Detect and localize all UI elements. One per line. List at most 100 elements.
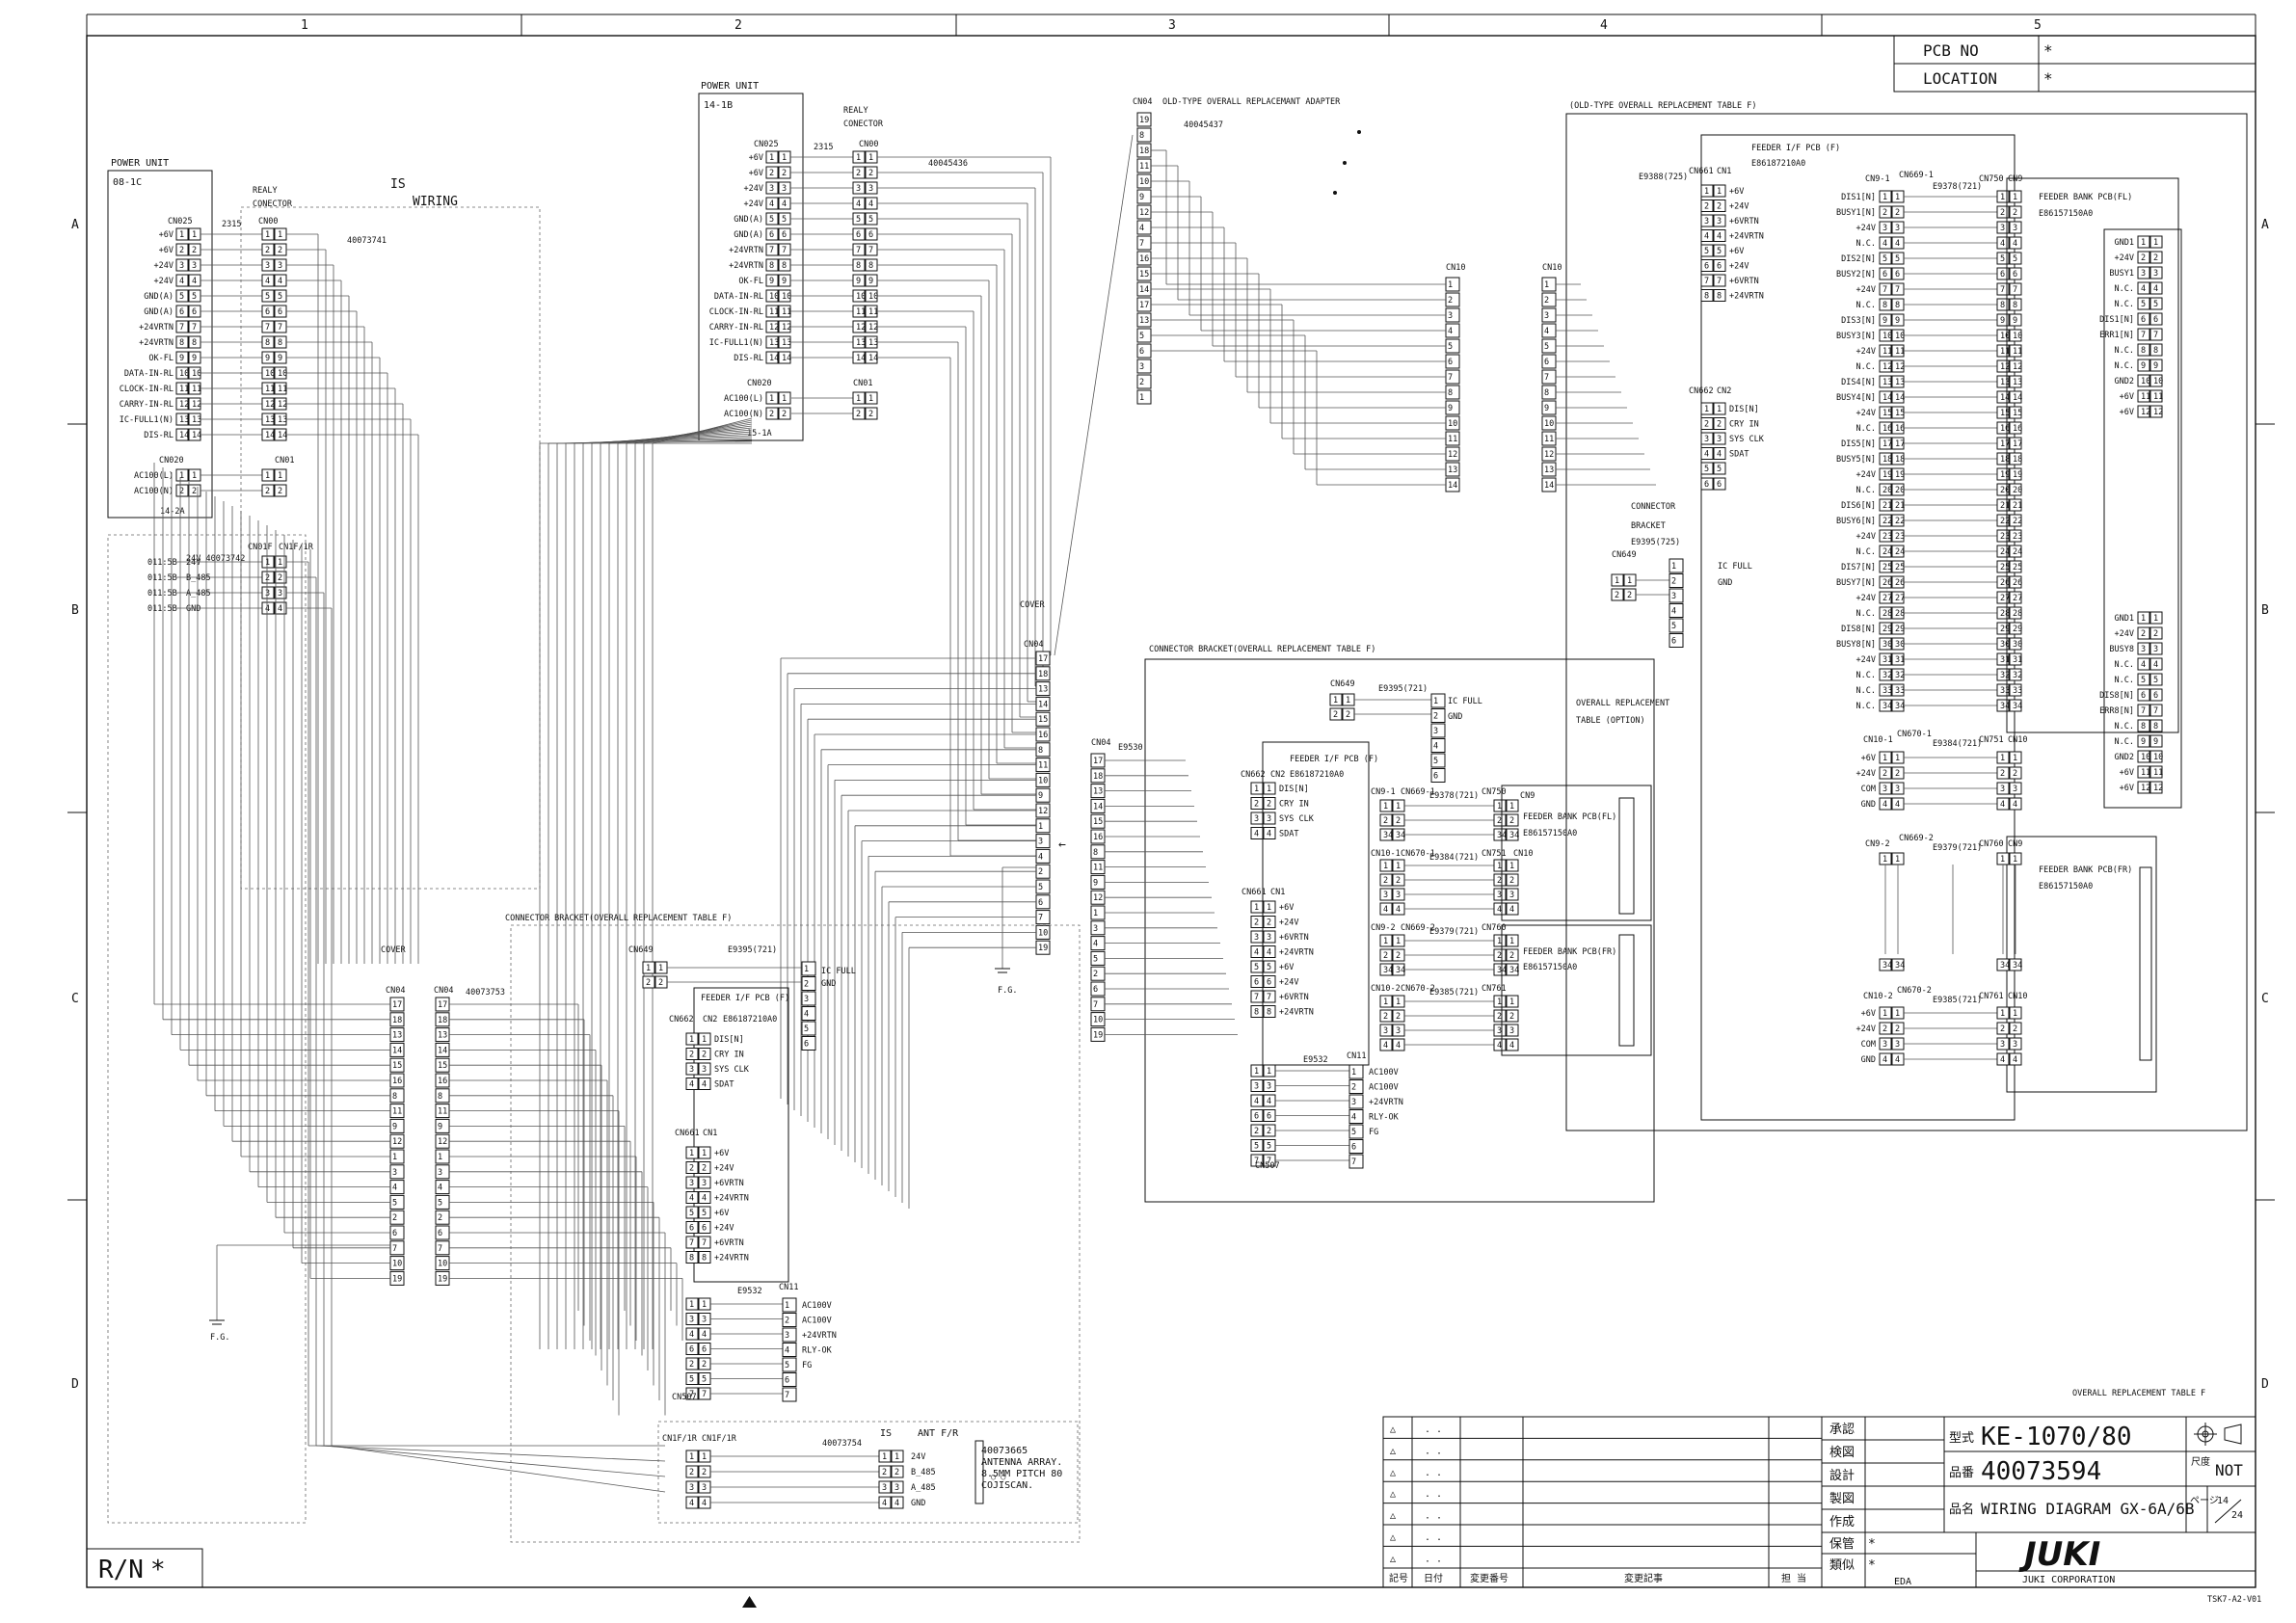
pu2-rows-a-1-num: 1 — [769, 153, 774, 163]
cover1-pins-pin: 17 — [1038, 654, 1048, 664]
ot-bus-signal: N.C. — [1856, 301, 1876, 310]
antenna-desc-4: COJISCAN. — [981, 1480, 1033, 1491]
b2s-c-cell — [1493, 1024, 1507, 1037]
adapter-left-pin: 19 — [1139, 116, 1149, 125]
adapter-left-pin: 16 — [1139, 254, 1149, 264]
b2s-d-cell — [1506, 828, 1519, 841]
pu1-rows-a-8-num: 8 — [179, 338, 184, 348]
b2-cn2-b-4-num: 4 — [1267, 830, 1271, 839]
ot-bus-c-num: 1 — [2000, 193, 2005, 202]
ot-bus-b-num: 23 — [1895, 532, 1905, 542]
pu1-rows-a-14-num: 14 — [179, 431, 189, 440]
ot-bus-signal: +24V — [1856, 655, 1876, 665]
b2-cn2-b-1-cell — [1263, 782, 1276, 795]
ant-b0-num: 1 — [702, 1452, 707, 1462]
ot-bus-b-num: 28 — [1895, 609, 1905, 619]
ot-bus-b-num: 5 — [1895, 254, 1900, 264]
b1-11a6-num: 7 — [689, 1390, 694, 1399]
ot-cn2-a-1-num: 1 — [1704, 405, 1709, 414]
pu1-r1-cell — [261, 243, 275, 256]
ot-bus-c-num: 25 — [2000, 563, 2010, 572]
b2-cn1-a-5-cell — [1250, 960, 1264, 973]
ot-bus-c-num: 30 — [2000, 640, 2010, 650]
b1-cn649-pin: 3 — [804, 995, 809, 1004]
rev-dots: . . — [1425, 1532, 1442, 1543]
b2s-a-cell — [1379, 1038, 1393, 1051]
cover1-pins-pin: 5 — [1038, 883, 1043, 892]
b1-cn1-b-5-cell — [698, 1206, 711, 1219]
ot-bus-d-cell — [2009, 298, 2022, 311]
ot-bus-d-num: 18 — [2013, 455, 2022, 465]
adapter-left-pin-cell — [1136, 127, 1152, 143]
old-table-cn10-2: CN10-2 — [1863, 992, 1893, 1001]
pu1-r3-num: 4 — [265, 277, 270, 286]
ot-bus-a-cell — [1879, 313, 1892, 327]
ot-cn2-6a-num: 6 — [1704, 480, 1709, 490]
ot-bus-signal: +24V — [1856, 409, 1876, 418]
pu1-ac-label: AC100(N) — [134, 487, 174, 496]
ot-bus-c-cell — [1996, 190, 2010, 203]
bracket-2-cn10-1: CN10-1 — [1371, 849, 1401, 859]
wiring-label: WIRING — [413, 195, 458, 209]
bracket-2-e9384: E9384(721) — [1429, 853, 1479, 863]
ot-bus-c-cell — [1996, 221, 2010, 234]
location-label: LOCATION — [1923, 69, 1997, 88]
ot-bus-b-num: 29 — [1895, 625, 1905, 634]
ot-cn1-a-6-num: 6 — [1704, 262, 1709, 272]
b2-cn649-pin: 6 — [1433, 772, 1438, 782]
is-label: IS — [390, 177, 406, 192]
tb-eda: EDA — [1894, 1577, 1911, 1587]
location-value: * — [2043, 69, 2053, 88]
adapter-left-pin: 6 — [1139, 347, 1144, 357]
b2-cn1-b-6-cell — [1263, 975, 1276, 988]
ot-bank8-signal: +6V — [2120, 784, 2134, 793]
ot-bank8-a-num: 1 — [2141, 614, 2146, 624]
ot-cn1-b-5-cell — [1713, 244, 1726, 257]
ant-d0-cell — [891, 1450, 904, 1463]
b1-cn1-b-4-num: 4 — [702, 1194, 707, 1204]
b2-cn1-a-2-cell — [1250, 916, 1264, 928]
pu2-r8-cell — [852, 274, 866, 287]
ot-bus-signal: BUSY7[N] — [1836, 578, 1876, 588]
pu1-r10-num: 11 — [265, 385, 275, 394]
b2-cn1-b-5-num: 5 — [1267, 963, 1271, 972]
antenna-conn-b: CN1F/1R — [702, 1434, 737, 1444]
pu2-r13-num: 14 — [856, 354, 866, 363]
pu2-rows-label: CLOCK-IN-RL — [709, 307, 763, 317]
b2s-c-cell — [1493, 948, 1507, 962]
ot-bank8-b-num: 10 — [2153, 753, 2163, 762]
adapter-right-pin: 8 — [1448, 388, 1453, 398]
pu1-ac-a-1-cell — [175, 468, 189, 482]
ot-bus-d-num: 29 — [2013, 625, 2022, 634]
ot-bank1-signal: BUSY1 — [2109, 269, 2134, 279]
old-table-cn662: CN662 — [1689, 386, 1714, 396]
power-unit-1-cn00: CN00 — [258, 217, 278, 226]
ot-bank8-b-num: 6 — [2153, 691, 2158, 701]
pu1-rows-a-4-num: 4 — [179, 277, 184, 286]
ot-bank1-b-num: 11 — [2153, 392, 2163, 402]
ot-cn10b-signal: COM — [1861, 1040, 1876, 1050]
ot-bus-signal: +24V — [1856, 532, 1876, 542]
b1-cn1-a-1-cell — [685, 1146, 699, 1159]
ot-cn2-b-2-cell — [1713, 417, 1726, 430]
ot-bus-d-num: 3 — [2013, 224, 2017, 233]
ot-bus-d-cell — [2009, 437, 2022, 450]
ot-bus-a-num: 8 — [1882, 301, 1887, 310]
rev-triangle-icon: △ — [1390, 1489, 1396, 1500]
ot-bank8-b-num: 2 — [2153, 629, 2158, 639]
cover1-pins-pin: 8 — [1038, 746, 1043, 756]
cover2-pins-pin: 6 — [392, 1229, 397, 1238]
b2-cn2-label: SDAT — [1279, 830, 1298, 839]
cover1-pins-pin: 7 — [1038, 914, 1043, 923]
ant-a3-cell — [685, 1496, 699, 1509]
ot-cn10-pin: 12 — [1544, 450, 1554, 460]
ot-bus-d-cell — [2009, 236, 2022, 250]
ot-bus-signal: DIS7[N] — [1841, 563, 1876, 572]
pu2-rows-b-6-num: 6 — [782, 230, 787, 240]
pu2-r12-num: 13 — [856, 338, 866, 348]
ot-cn1-a-8-cell — [1700, 289, 1714, 302]
b1-cn1-label: +24VRTN — [714, 1254, 749, 1264]
cover2-pins-pin: 7 — [392, 1244, 397, 1254]
